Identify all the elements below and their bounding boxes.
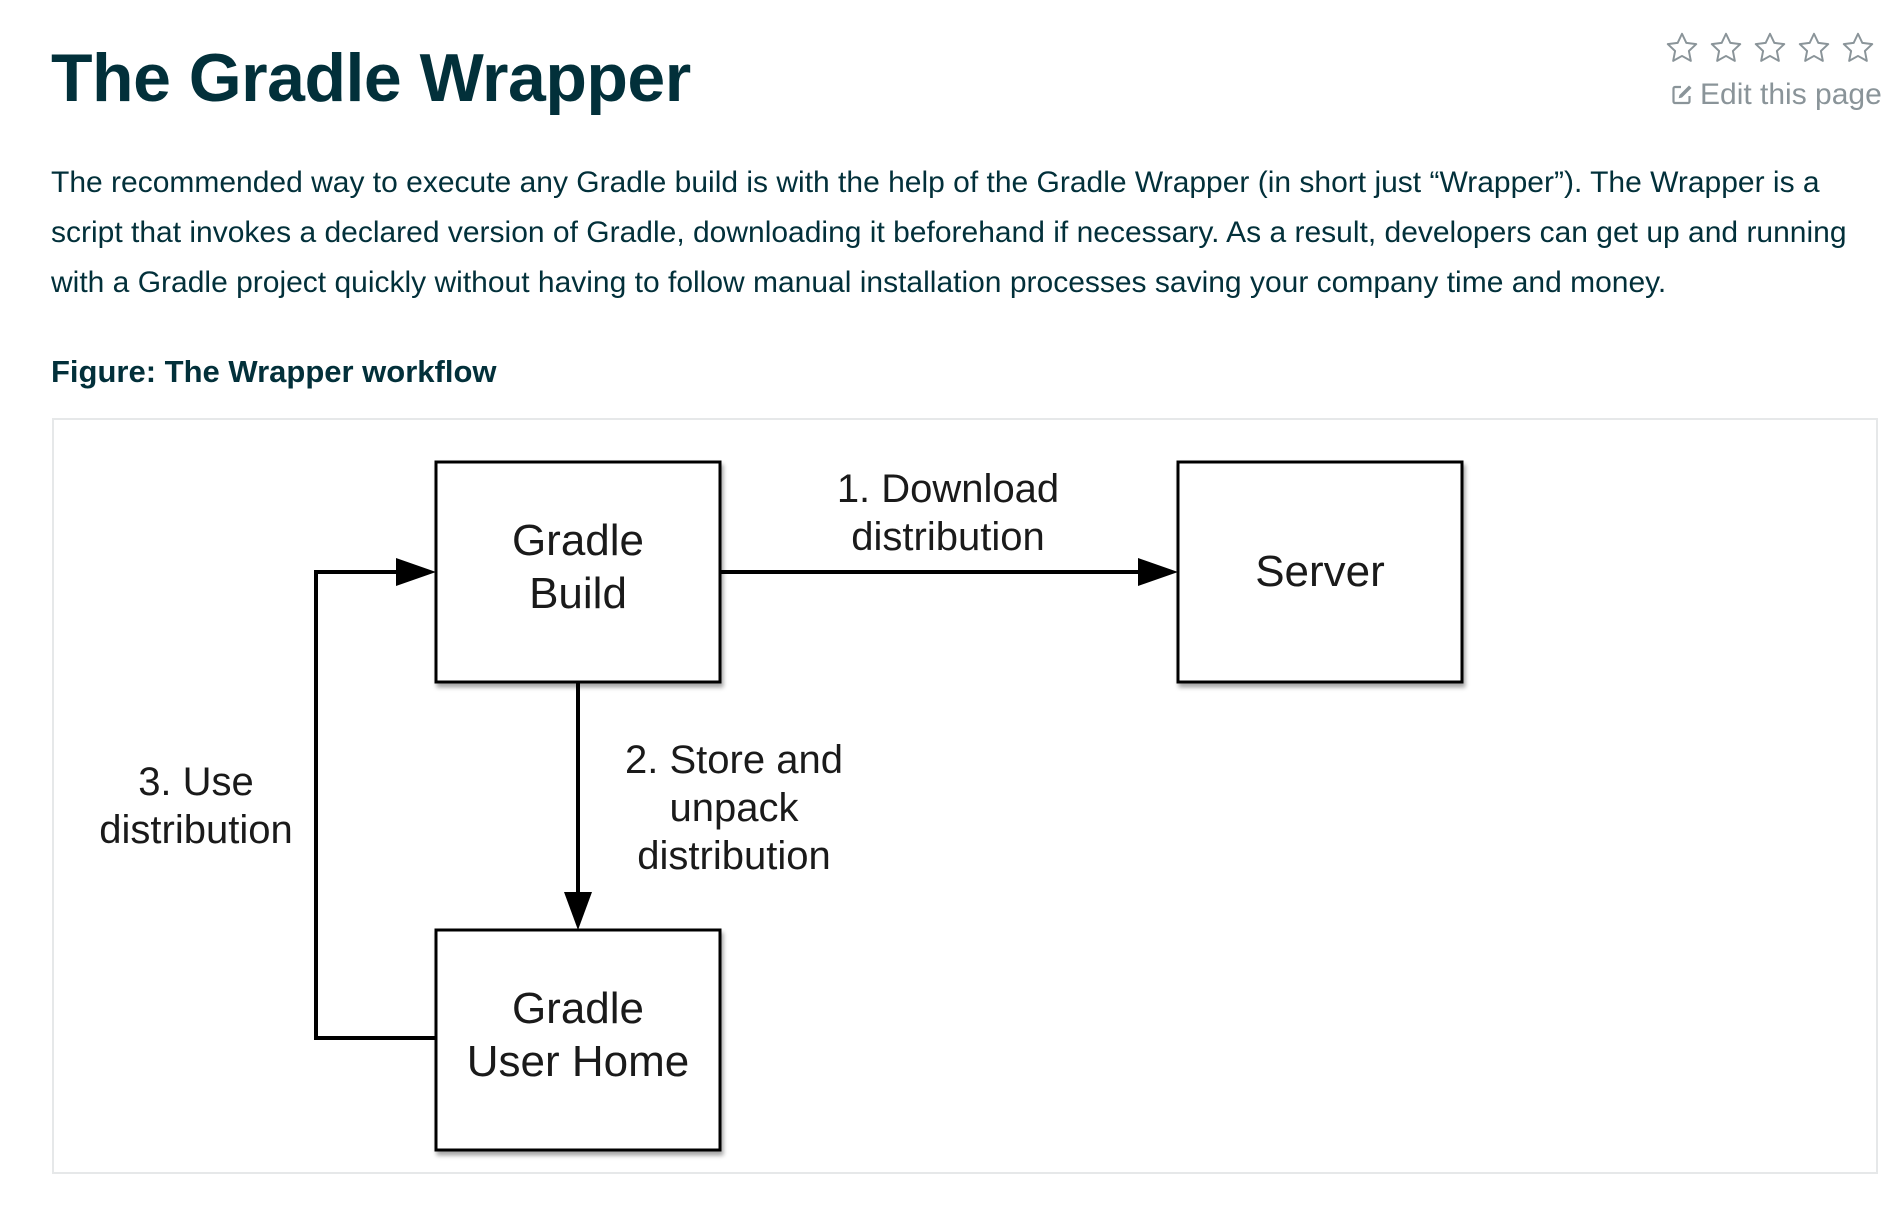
use-label-line2: distribution [99,808,292,852]
store-arrowhead [564,892,592,930]
star-icon[interactable] [1752,30,1788,66]
store-label-line3: distribution [637,834,830,878]
star-icon[interactable] [1840,30,1876,66]
server-box [1176,460,1464,684]
gradle-user-home-label-line2: User Home [467,1037,690,1086]
gradle-build-label-line2: Build [529,569,627,618]
wrapper-workflow-diagram: Gradle Build Server Gradle User Home 1. … [99,460,1464,1152]
star-icon[interactable] [1664,30,1700,66]
figure-caption: Figure: The Wrapper workflow [51,354,497,389]
edit-page-link[interactable]: Edit this page [1670,78,1882,112]
server-label: Server [1255,547,1385,596]
gradle-build-box [434,460,722,684]
store-label-line2: unpack [670,786,800,830]
rating-widget [1664,30,1876,66]
use-arrow-line [314,570,436,1040]
star-icon[interactable] [1708,30,1744,66]
star-icon[interactable] [1796,30,1832,66]
use-label-line1: 3. Use [138,760,254,804]
download-label-line2: distribution [851,515,1044,559]
store-label-line1: 2. Store and [625,738,843,782]
wrapper-workflow-figure: Gradle Build Server Gradle User Home 1. … [52,418,1878,1174]
page-title: The Gradle Wrapper [51,40,691,116]
use-arrowhead [396,558,436,586]
download-label-line1: 1. Download [837,467,1059,511]
download-arrowhead [1138,558,1178,586]
gradle-user-home-label-line1: Gradle [512,984,644,1033]
edit-icon [1672,85,1692,105]
edit-page-label: Edit this page [1700,78,1882,111]
gradle-build-label-line1: Gradle [512,516,644,565]
intro-paragraph: The recommended way to execute any Gradl… [51,166,1847,299]
